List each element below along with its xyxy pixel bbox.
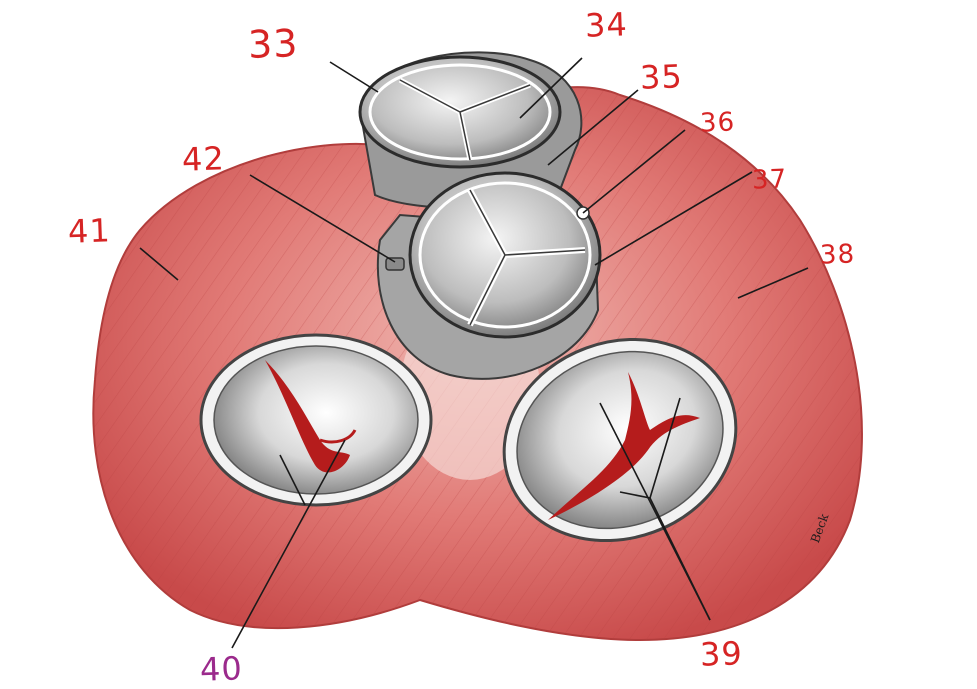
label-37: 37 bbox=[751, 164, 788, 196]
leader-lines bbox=[139, 57, 809, 649]
aortic-valve bbox=[376, 171, 602, 380]
pulmonary-valve bbox=[358, 51, 583, 209]
label-36: 36 bbox=[699, 107, 736, 139]
label-35: 35 bbox=[639, 57, 684, 97]
label-33: 33 bbox=[247, 21, 300, 67]
label-40: 40 bbox=[199, 649, 244, 689]
label-41: 41 bbox=[67, 211, 112, 251]
mitral-valve-opening bbox=[502, 337, 738, 543]
tricuspid-valve-opening bbox=[199, 333, 433, 507]
label-39: 39 bbox=[699, 634, 744, 674]
label-34: 34 bbox=[584, 5, 629, 45]
label-42: 42 bbox=[181, 139, 226, 179]
label-38: 38 bbox=[819, 239, 856, 271]
